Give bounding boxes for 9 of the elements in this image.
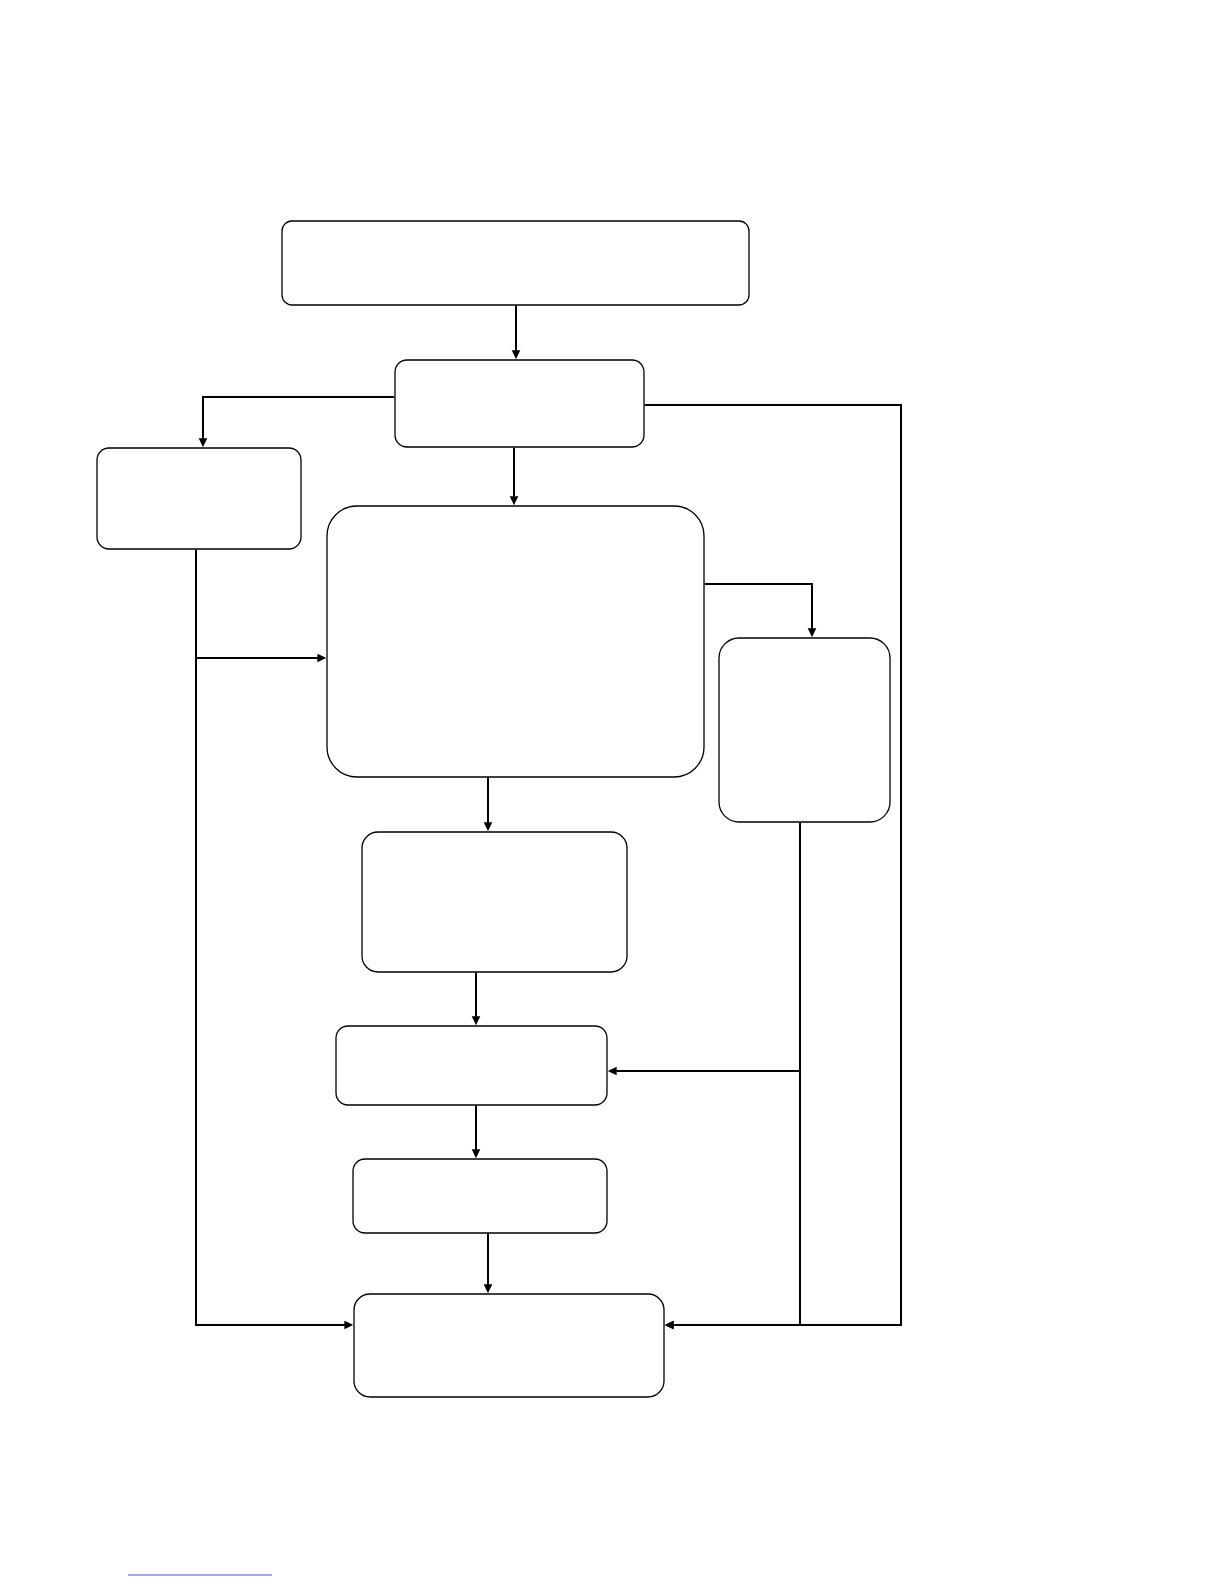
process-box [96,447,302,550]
process-box [718,637,891,823]
process-box [281,220,750,306]
process-box [394,359,645,448]
process-box [326,505,705,778]
process-box [352,1158,608,1234]
process-box [353,1293,665,1398]
process-box [361,831,628,973]
process-box [335,1025,608,1106]
